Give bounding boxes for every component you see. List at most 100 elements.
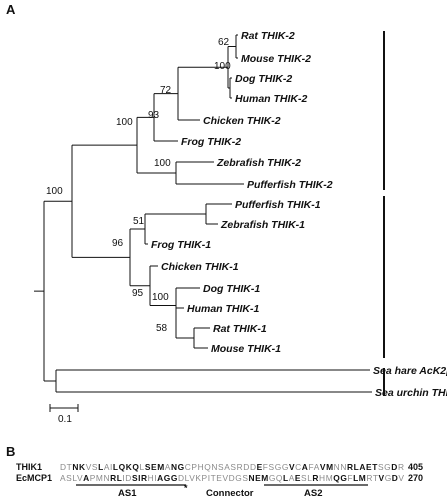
residue: D <box>392 473 398 483</box>
residue: E <box>366 462 372 472</box>
seq-name-ecmcp1: EcMCP1 <box>16 473 52 483</box>
seq-end-thik1: 405 <box>408 462 423 472</box>
residue: N <box>248 473 254 483</box>
taxon-frog-thik-1: Frog THIK-1 <box>151 239 211 251</box>
phylogenetic-tree <box>34 34 372 393</box>
residue: M <box>359 473 366 483</box>
residue: V <box>189 473 195 483</box>
residue: A <box>165 462 171 472</box>
seq-end-ecmcp1: 270 <box>408 473 423 483</box>
residue: N <box>340 462 346 472</box>
sequence-ecmcp1: ASLVAPMNRLIDSIRHIAGGDLVKPITEVDGSNEMGQLAE… <box>60 473 404 483</box>
taxon-frog-thik-2: Frog THIK-2 <box>181 136 241 148</box>
residue: Q <box>204 462 211 472</box>
taxon-chicken-thik-2: Chicken THIK-2 <box>203 115 281 127</box>
residue: D <box>250 462 256 472</box>
bootstrap-value: 100 <box>46 186 63 197</box>
residue: G <box>340 473 347 483</box>
residue: E <box>151 462 157 472</box>
residue: S <box>230 462 236 472</box>
residue: V <box>379 473 385 483</box>
residue: T <box>372 462 378 472</box>
taxon-mouse-thik-1: Mouse THIK-1 <box>211 343 281 355</box>
residue: G <box>269 473 276 483</box>
residue: V <box>77 473 83 483</box>
residue: N <box>72 462 78 472</box>
taxon-human-thik-2: Human THIK-2 <box>235 93 307 105</box>
residue: M <box>157 462 164 472</box>
residue: G <box>178 462 185 472</box>
connector-label: Connector <box>206 488 254 499</box>
bootstrap-value: 62 <box>218 37 230 48</box>
taxon-dog-thik-2: Dog THIK-2 <box>235 73 292 85</box>
residue: Q <box>119 462 126 472</box>
residue: H <box>148 473 154 483</box>
residue: V <box>289 462 295 472</box>
bootstrap-value: 100 <box>214 61 231 72</box>
residue: A <box>83 473 89 483</box>
residue: R <box>141 473 147 483</box>
residue: I <box>154 473 156 483</box>
residue: N <box>211 462 217 472</box>
residue: K <box>126 462 132 472</box>
scale-bar: 0.1 <box>49 404 79 425</box>
taxon-pufferfish-thik-2: Pufferfish THIK-2 <box>247 179 333 191</box>
residue: R <box>312 473 318 483</box>
taxon-pufferfish-thik-1: Pufferfish THIK-1 <box>235 199 321 211</box>
residue: A <box>157 473 163 483</box>
taxon-human-thik-1: Human THIK-1 <box>187 303 259 315</box>
residue: V <box>222 473 228 483</box>
residue: S <box>378 462 384 472</box>
bootstrap-value: 100 <box>116 117 133 128</box>
residue: R <box>398 462 404 472</box>
residue: T <box>373 473 378 483</box>
bootstrap-value: 93 <box>148 110 160 121</box>
residue: A <box>224 462 230 472</box>
residue: A <box>289 473 295 483</box>
taxon-mouse-thik-2: Mouse THIK-2 <box>241 53 311 65</box>
residue: G <box>384 462 391 472</box>
as1-label: AS1 <box>118 488 137 499</box>
residue: G <box>171 473 178 483</box>
residue: L <box>353 473 358 483</box>
residue: C <box>185 462 191 472</box>
bootstrap-value: 100 <box>152 292 169 303</box>
residue: E <box>257 462 263 472</box>
residue: K <box>79 462 85 472</box>
taxon-dog-thik-1: Dog THIK-1 <box>203 283 260 295</box>
residue: I <box>208 473 210 483</box>
residue: D <box>60 462 66 472</box>
residue: A <box>359 462 365 472</box>
connector-marker: * <box>184 483 188 493</box>
residue: L <box>117 473 122 483</box>
residue: Q <box>333 473 340 483</box>
residue: G <box>385 473 392 483</box>
residue: A <box>60 473 66 483</box>
residue: N <box>334 462 340 472</box>
residue: L <box>307 473 312 483</box>
residue: S <box>145 462 151 472</box>
bootstrap-value: 72 <box>160 85 172 96</box>
residue: P <box>202 473 208 483</box>
residue: S <box>92 462 98 472</box>
residue: S <box>242 473 248 483</box>
residue: K <box>195 473 201 483</box>
taxon-rat-thik-2: Rat THIK-2 <box>241 30 295 42</box>
panel-b-label: B <box>6 444 15 459</box>
residue: M <box>261 473 268 483</box>
residue: I <box>122 473 124 483</box>
bootstrap-value: 58 <box>156 323 168 334</box>
residue: L <box>283 473 288 483</box>
residue: F <box>263 462 268 472</box>
residue: G <box>275 462 282 472</box>
taxon-rat-thik-1: Rat THIK-1 <box>213 323 267 335</box>
residue: M <box>326 462 333 472</box>
residue: G <box>164 473 171 483</box>
bootstrap-value: 51 <box>133 216 145 227</box>
residue: D <box>391 462 397 472</box>
residue: T <box>67 462 72 472</box>
residue: A <box>314 462 320 472</box>
sequence-text: ASLVAPMNRLIDSIRHIAGGDLVKPITEVDGSNEMGQLAE… <box>60 473 404 483</box>
